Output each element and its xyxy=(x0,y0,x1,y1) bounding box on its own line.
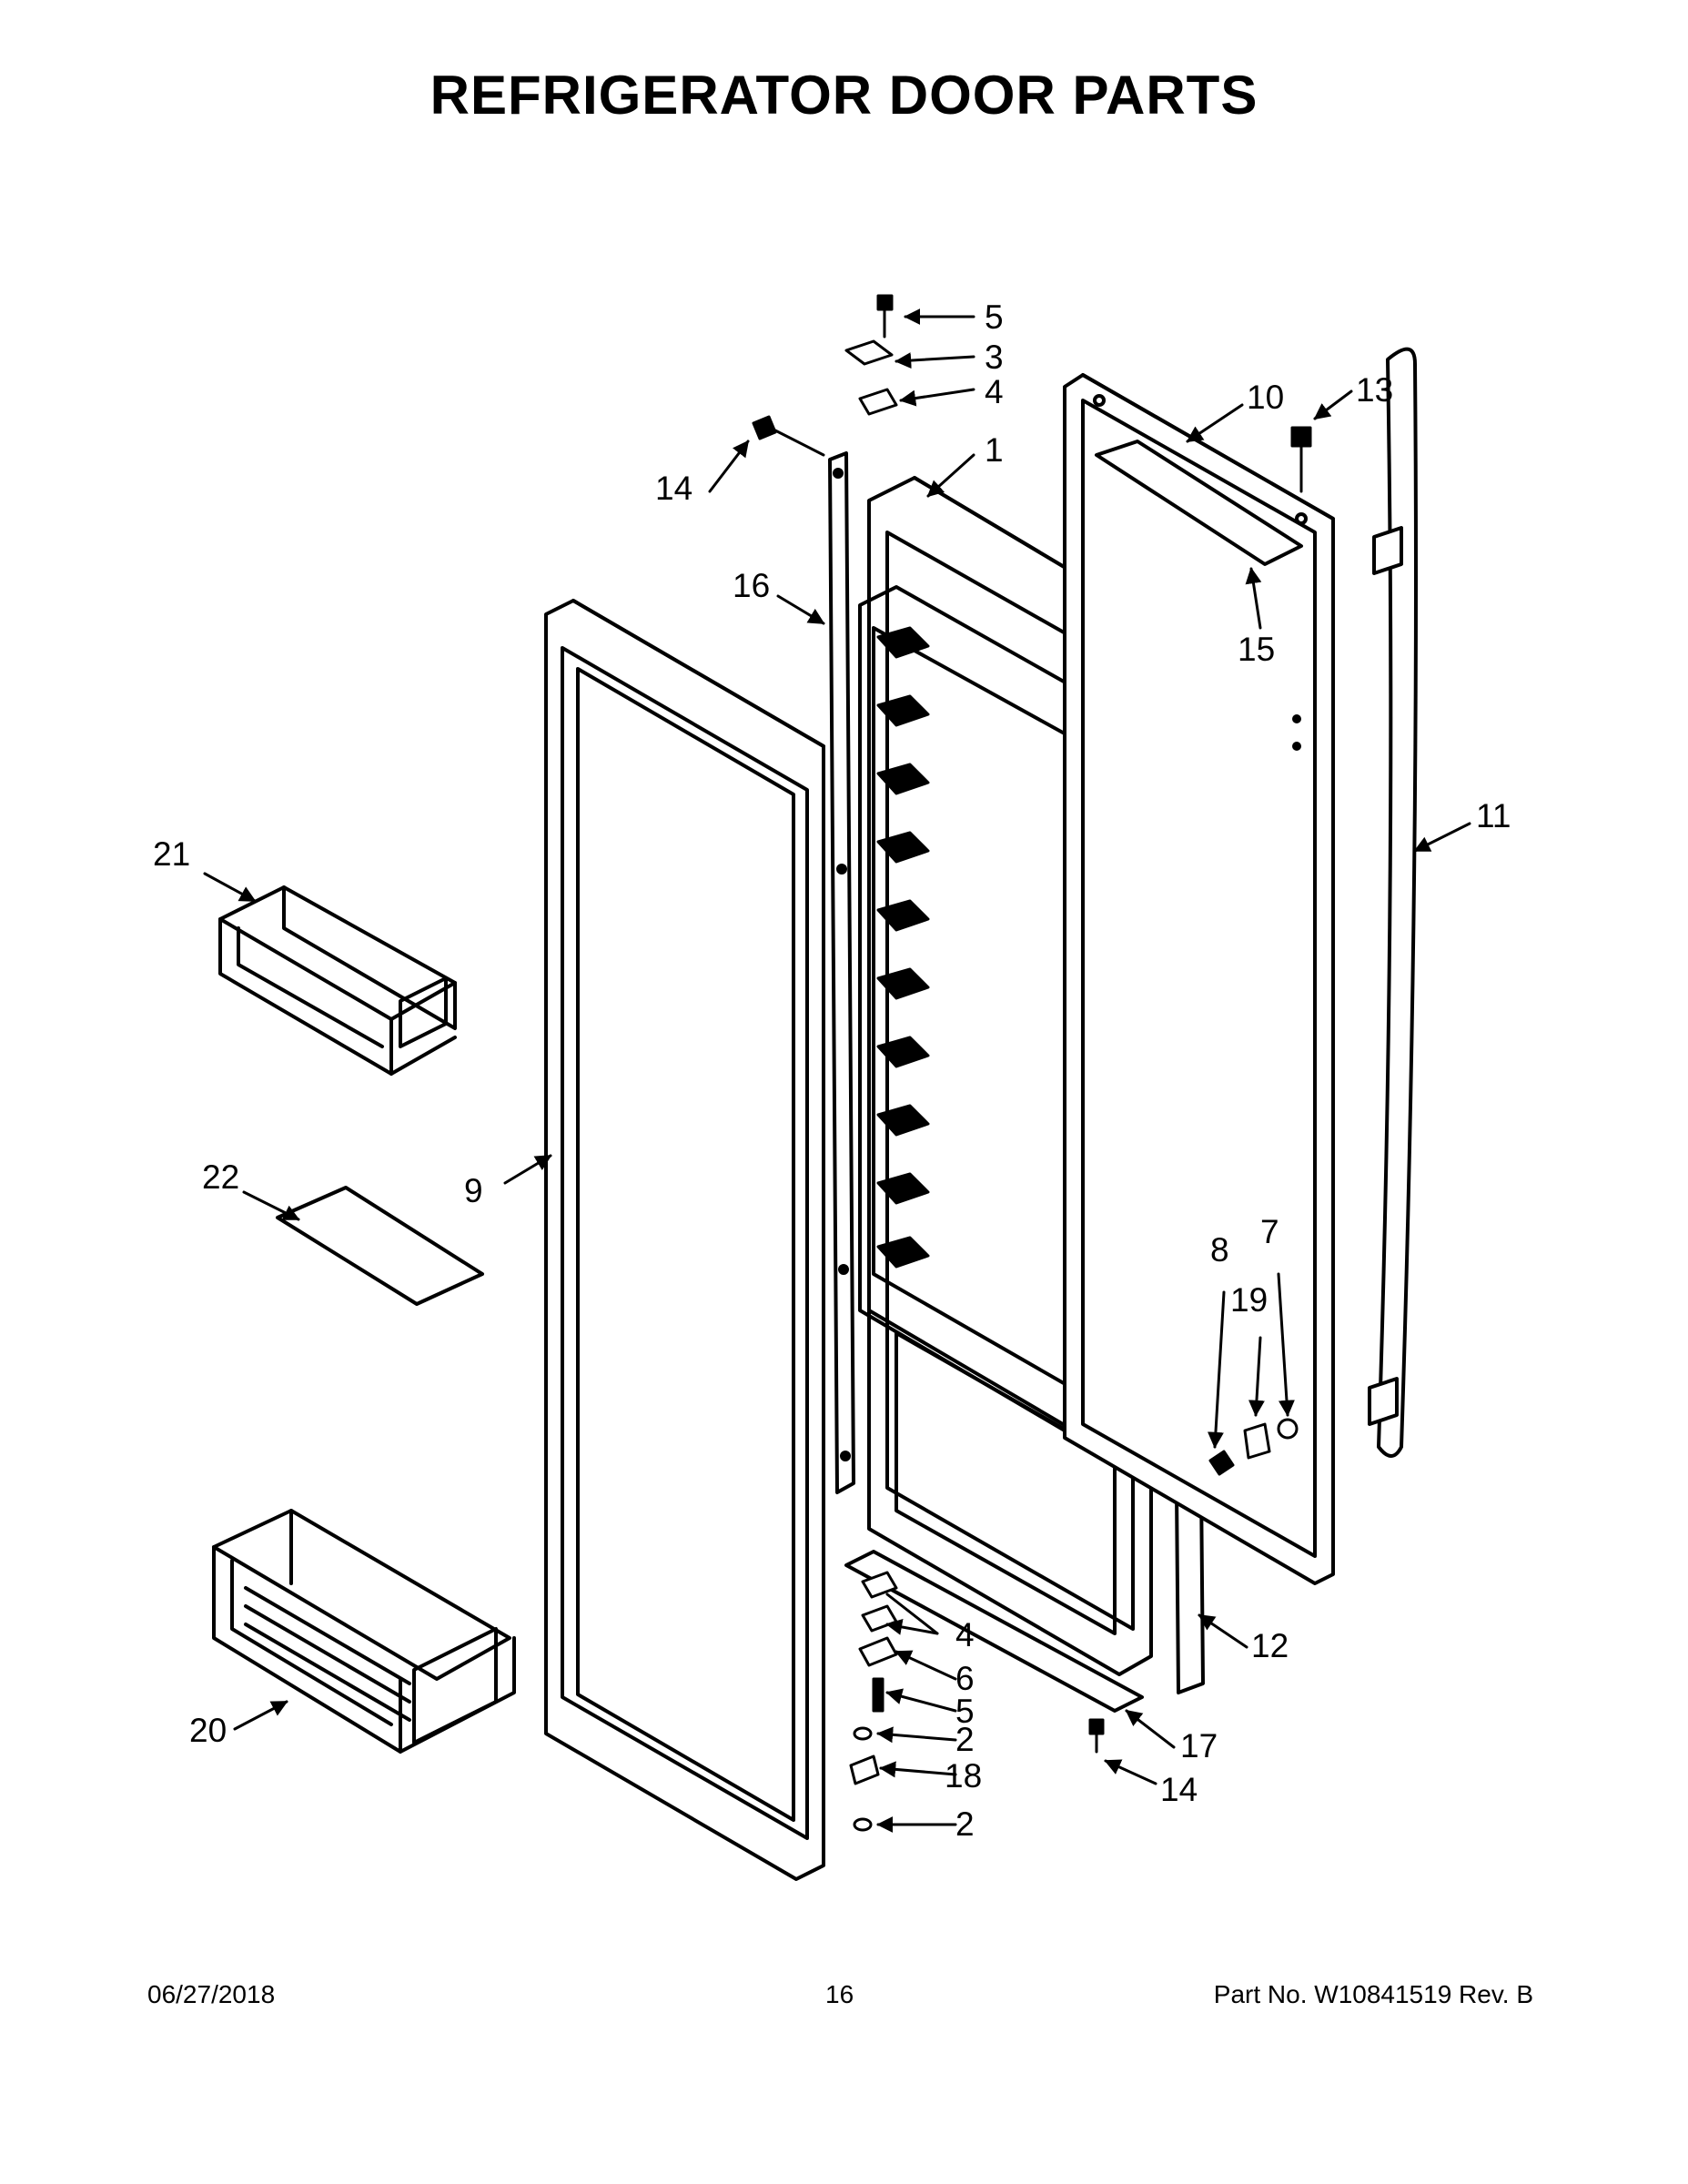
callout-21: 21 xyxy=(153,835,191,873)
callout-18: 18 xyxy=(945,1757,983,1795)
callout-4: 4 xyxy=(985,373,1004,410)
footer-page-number: 16 xyxy=(825,1980,854,2008)
page-title: REFRIGERATOR DOOR PARTS xyxy=(430,65,1258,126)
callout-13: 13 xyxy=(1356,371,1394,409)
label-sheet xyxy=(276,1186,484,1306)
bottom-hinge-plate xyxy=(844,1550,1144,1713)
callout-19: 19 xyxy=(1230,1281,1269,1319)
callout-2: 2 xyxy=(955,1721,975,1758)
callout-4-lower: 4 xyxy=(955,1616,975,1653)
door-bin-small xyxy=(218,885,457,1076)
callout-9: 9 xyxy=(464,1172,483,1209)
door-strip xyxy=(828,451,855,1494)
callout-20: 20 xyxy=(189,1712,227,1749)
callout-12: 12 xyxy=(1251,1627,1289,1664)
footer-part-number: Part No. W10841519 Rev. B xyxy=(1213,1980,1533,2008)
callout-2-lower: 2 xyxy=(955,1805,975,1843)
callout-16: 16 xyxy=(733,567,771,604)
outer-door-panel xyxy=(1063,373,1335,1585)
callout-5: 5 xyxy=(985,298,1004,336)
callout-leaders xyxy=(203,308,1471,1833)
callout-22: 22 xyxy=(202,1158,240,1196)
callout-8: 8 xyxy=(1210,1231,1229,1269)
callout-5-lower: 5 xyxy=(955,1693,975,1730)
callout-3: 3 xyxy=(985,339,1004,376)
hardware-parts xyxy=(752,294,1312,1832)
footer-date: 06/27/2018 xyxy=(147,1980,276,2008)
callout-10: 10 xyxy=(1247,379,1285,416)
callout-14: 14 xyxy=(655,470,693,507)
door-gasket xyxy=(544,599,825,1881)
callout-7: 7 xyxy=(1260,1213,1279,1250)
callout-1: 1 xyxy=(985,431,1004,469)
callout-17: 17 xyxy=(1180,1727,1218,1764)
door-bin-large xyxy=(212,1509,516,1754)
callout-6: 6 xyxy=(955,1660,975,1697)
door-handle xyxy=(1368,347,1418,1458)
callout-15: 15 xyxy=(1238,631,1276,668)
callout-14-lower: 14 xyxy=(1160,1771,1198,1808)
callout-11: 11 xyxy=(1476,797,1511,834)
